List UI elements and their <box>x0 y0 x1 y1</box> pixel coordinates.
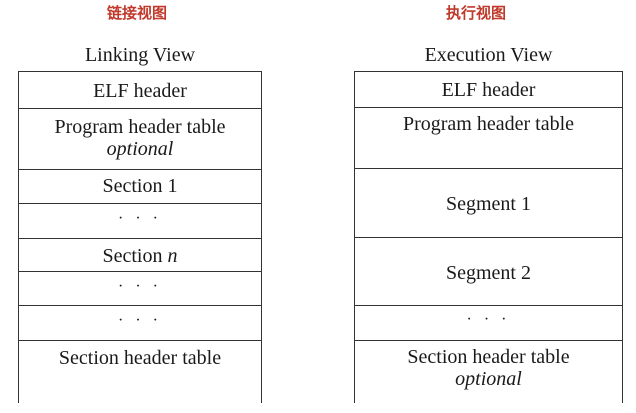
linking-row-ellipsis: · · · <box>19 272 261 306</box>
linking-view-title: Linking View <box>84 44 196 66</box>
execution-row-elf-header: ELF header <box>355 72 622 108</box>
row-label: Segment 2 <box>446 262 531 284</box>
linking-view-chinese-heading: 链接视图 <box>107 4 168 22</box>
row-ellipsis: · · · <box>466 311 511 328</box>
row-label: Section 1 <box>102 175 178 197</box>
linking-row-ellipsis: · · · <box>19 204 261 239</box>
row-label-text: Section <box>102 245 168 267</box>
execution-view-table: ELF header Program header table Segment … <box>354 71 623 403</box>
row-label: ELF header <box>93 80 187 102</box>
row-label: ELF header <box>441 79 536 101</box>
linking-row-section-n: Section n <box>19 239 261 272</box>
row-optional-note: optional <box>455 368 522 390</box>
row-label: Section header table <box>58 347 222 369</box>
linking-row-elf-header: ELF header <box>19 72 261 109</box>
execution-view-chinese-heading: 执行视图 <box>446 4 507 22</box>
row-optional-note: optional <box>106 138 174 160</box>
execution-row-segment-1: Segment 1 <box>355 169 622 238</box>
row-label: Program header table <box>54 116 226 138</box>
linking-row-program-header-table: Program header table optional <box>19 109 261 170</box>
linking-row-section-header-table: Section header table <box>19 341 261 404</box>
row-label: Segment 1 <box>446 193 531 215</box>
row-ellipsis: · · · <box>118 312 162 329</box>
row-ellipsis: · · · <box>118 278 162 295</box>
execution-row-section-header-table: Section header table optional <box>355 341 622 404</box>
row-label: Section n <box>19 245 261 267</box>
execution-row-program-header-table: Program header table <box>355 108 622 169</box>
linking-view-table: ELF header Program header table optional… <box>18 71 262 403</box>
execution-row-segment-2: Segment 2 <box>355 238 622 306</box>
linking-row-section-1: Section 1 <box>19 170 261 204</box>
row-ellipsis: · · · <box>118 210 162 227</box>
execution-view-title: Execution View <box>424 44 553 66</box>
linking-row-ellipsis: · · · <box>19 306 261 341</box>
row-label-italic: n <box>167 245 178 267</box>
execution-row-ellipsis: · · · <box>355 306 622 341</box>
row-label: Program header table <box>402 113 575 135</box>
row-label: Section header table <box>407 346 570 368</box>
